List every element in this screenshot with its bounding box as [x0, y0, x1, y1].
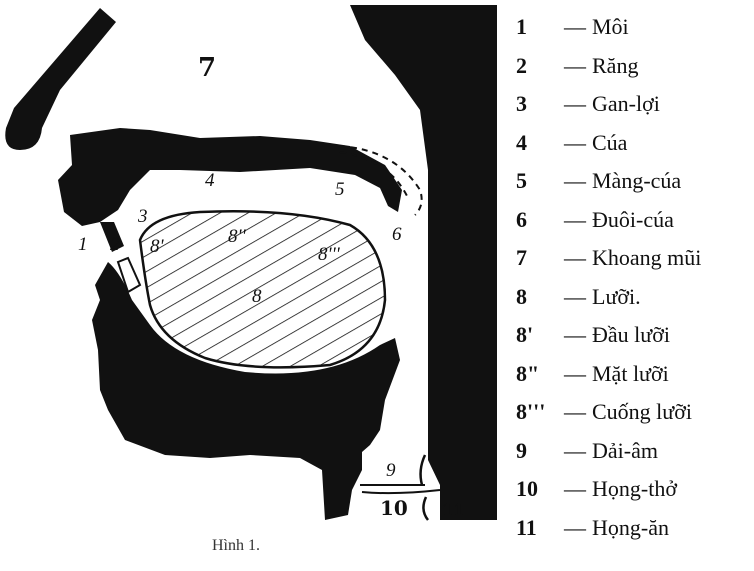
legend-label: Mặt lưỡi — [592, 361, 669, 387]
legend-label: Họng-thở — [592, 476, 677, 502]
label-8-prime: 8' — [150, 236, 165, 257]
legend-number: 8''' — [508, 399, 564, 425]
legend-item: 10—Họng-thở — [508, 470, 754, 509]
legend-separator: — — [564, 322, 586, 348]
label-4: 4 — [205, 170, 215, 191]
legend-separator: — — [564, 53, 586, 79]
nose-shape — [5, 8, 116, 150]
legend-number: 9 — [508, 438, 564, 464]
legend-separator: — — [564, 515, 586, 541]
label-2: 2 — [110, 234, 120, 255]
pharynx-divider — [423, 497, 428, 520]
legend-label: Cúa — [592, 130, 627, 156]
vocal-fold — [421, 455, 425, 485]
legend-separator: — — [564, 168, 586, 194]
legend-item: 8'—Đầu lưỡi — [508, 316, 754, 355]
legend-number: 4 — [508, 130, 564, 156]
legend-item: 8"—Mặt lưỡi — [508, 355, 754, 394]
tongue — [140, 211, 385, 367]
label-1: 1 — [78, 234, 88, 255]
legend-number: 5 — [508, 168, 564, 194]
legend-label: Gan-lợi — [592, 91, 660, 117]
legend-item: 8—Lưỡi. — [508, 278, 754, 317]
legend-item: 9—Dải-âm — [508, 432, 754, 471]
label-8-triple-prime: 8''' — [318, 244, 341, 265]
legend-separator: — — [564, 245, 586, 271]
legend-label: Đầu lưỡi — [592, 322, 670, 348]
legend-number: 8' — [508, 322, 564, 348]
legend-number: 1 — [508, 14, 564, 40]
legend-separator: — — [564, 399, 586, 425]
legend-separator: — — [564, 361, 586, 387]
legend-label: Môi — [592, 14, 629, 40]
legend-label: Khoang mũi — [592, 245, 701, 271]
larynx-line — [360, 485, 440, 493]
legend-separator: — — [564, 14, 586, 40]
legend-label: Đuôi-cúa — [592, 207, 674, 233]
legend-separator: — — [564, 130, 586, 156]
legend-number: 11 — [508, 515, 564, 541]
legend-label: Dải-âm — [592, 438, 658, 464]
legend-number: 7 — [508, 245, 564, 271]
legend-number: 8" — [508, 361, 564, 387]
legend-item: 5—Màng-cúa — [508, 162, 754, 201]
label-5: 5 — [335, 179, 345, 200]
label-8-double-prime: 8'' — [228, 226, 247, 247]
label-7: 7 — [198, 53, 216, 83]
label-11: 11 — [442, 500, 464, 519]
legend-separator: — — [564, 476, 586, 502]
legend-number: 6 — [508, 207, 564, 233]
legend-item: 11—Họng-ăn — [508, 509, 754, 548]
legend-separator: — — [564, 207, 586, 233]
legend-label: Răng — [592, 53, 638, 79]
label-6: 6 — [392, 224, 402, 245]
label-10: 10 — [380, 496, 408, 520]
legend-number: 2 — [508, 53, 564, 79]
legend-number: 10 — [508, 476, 564, 502]
vocal-tract-diagram: 7 4 5 6 1 2 3 8' 8'' 8''' 8 9 10 11 Hình… — [0, 0, 500, 571]
legend-item: 7—Khoang mũi — [508, 239, 754, 278]
legend-label: Màng-cúa — [592, 168, 681, 194]
label-9: 9 — [386, 460, 396, 481]
legend-item: 1—Môi — [508, 8, 754, 47]
legend-separator: — — [564, 438, 586, 464]
legend-item: 6—Đuôi-cúa — [508, 201, 754, 240]
legend-label: Cuống lưỡi — [592, 399, 692, 425]
legend-item: 2—Răng — [508, 47, 754, 86]
legend-number: 3 — [508, 91, 564, 117]
legend-item: 8'''—Cuống lưỡi — [508, 393, 754, 432]
legend-separator: — — [564, 91, 586, 117]
legend-separator: — — [564, 284, 586, 310]
figure-caption: Hình 1. — [212, 537, 260, 554]
legend-number: 8 — [508, 284, 564, 310]
legend-item: 3—Gan-lợi — [508, 85, 754, 124]
legend-label: Họng-ăn — [592, 515, 669, 541]
label-3: 3 — [137, 206, 148, 227]
legend-item: 4—Cúa — [508, 124, 754, 163]
label-8: 8 — [252, 286, 262, 307]
legend-label: Lưỡi. — [592, 284, 641, 310]
